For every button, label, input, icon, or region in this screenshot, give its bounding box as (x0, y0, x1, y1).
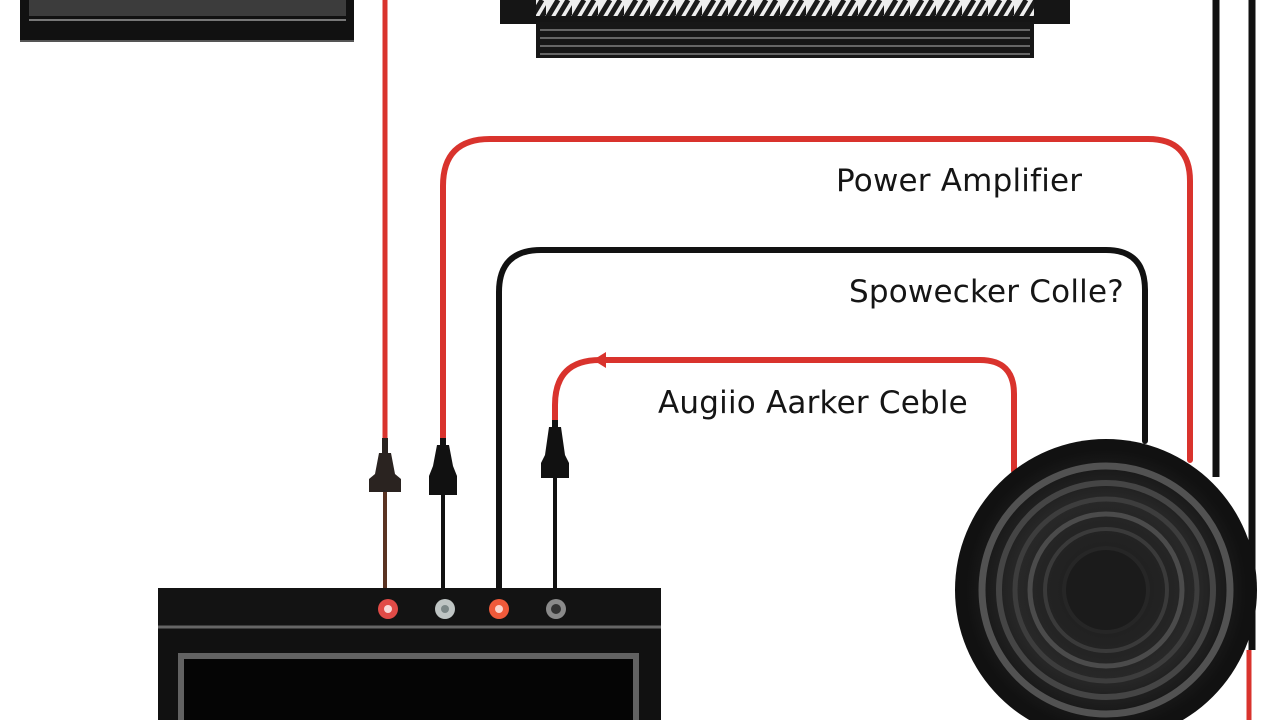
input-jack-red-1 (378, 599, 398, 619)
input-jack-dark (546, 599, 566, 619)
red-audio-cable (552, 352, 1017, 588)
input-jack-orange (489, 599, 509, 619)
label-audio-cable: Augiio Aarker Ceble (658, 385, 968, 421)
right-side-cables (1212, 0, 1256, 720)
red-wire-power-amplifier (440, 136, 1193, 588)
rca-plug-2 (429, 438, 457, 495)
loudspeaker (955, 439, 1257, 720)
audio-source-device (158, 588, 661, 720)
rca-plug-1 (369, 438, 401, 492)
label-power-amplifier: Power Amplifier (836, 163, 1082, 199)
rca-plug-3 (541, 420, 569, 478)
input-jack-gray (435, 599, 455, 619)
power-amplifier-unit (500, 0, 1070, 58)
black-speaker-cable (496, 247, 1148, 591)
receiver-unit (20, 0, 354, 42)
label-speaker-cable: Spowecker Colle? (849, 274, 1124, 310)
